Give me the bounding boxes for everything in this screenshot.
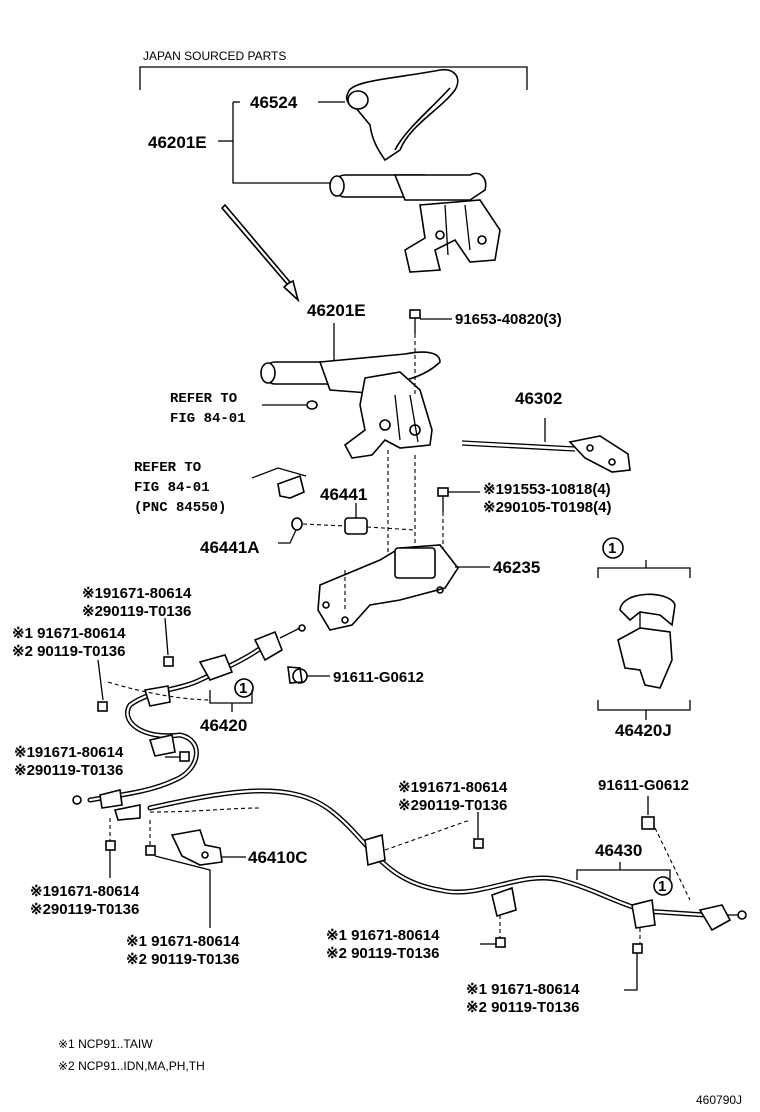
cable-46420-drawing — [72, 624, 306, 821]
part-91611-G0612-mid: 91611-G0612 — [333, 669, 424, 686]
cable-46430-drawing — [147, 788, 747, 944]
spacer-46441-drawing — [291, 517, 416, 535]
part-46420J: 46420J — [615, 721, 672, 740]
lever-assembly-top-drawing — [329, 172, 501, 273]
cable-46302-drawing — [461, 435, 631, 473]
legend-note-1: ※1 NCP91..TAIW — [58, 1037, 153, 1051]
c-line1: ※191671-80614 — [14, 744, 124, 761]
bolt-g — [495, 937, 506, 948]
screw-ref-a — [262, 400, 318, 410]
part-46430: 46430 — [595, 841, 642, 860]
part-46524: 46524 — [250, 93, 298, 112]
part-46441: 46441 — [320, 485, 367, 504]
part-46420: 46420 — [200, 716, 247, 735]
clip-46410C-drawing — [170, 829, 223, 866]
direction-arrow — [220, 203, 300, 303]
h-line2: ※2 90119-T0136 — [466, 999, 580, 1016]
bolt-f — [145, 845, 156, 856]
bolt-h — [624, 943, 643, 991]
refer-to-b-line1: REFER TO — [134, 460, 201, 476]
part-46201E-top: 46201E — [148, 133, 207, 152]
bolt-e — [105, 840, 116, 851]
kit-circle-1: 1 — [608, 540, 616, 557]
g-line2: ※2 90119-T0136 — [326, 945, 440, 962]
circle-1-mid: 1 — [234, 678, 254, 698]
d-line1: ※191671-80614 — [398, 779, 508, 796]
e-line2: ※290119-T0136 — [30, 901, 139, 918]
bolt-a — [163, 656, 174, 667]
part-46235: 46235 — [493, 558, 540, 577]
refer-to-b-line3: (PNC 84550) — [134, 500, 226, 516]
part-46410C: 46410C — [248, 848, 308, 867]
bolt-d — [473, 838, 484, 849]
a-line2: ※290119-T0136 — [82, 603, 191, 620]
part-191553-10818: ※191553-10818(4) — [483, 481, 611, 498]
a-line1: ※191671-80614 — [82, 585, 192, 602]
lever-cover-46524-drawing — [345, 68, 459, 162]
kit-46420J-box: 1 — [597, 537, 691, 720]
bolt-91653-drawing — [409, 309, 421, 395]
bolt-191553-drawing — [437, 487, 480, 560]
part-91653-40820: 91653-40820(3) — [455, 311, 562, 328]
e-line1: ※191671-80614 — [30, 883, 140, 900]
circle-1-right-text: 1 — [658, 878, 666, 895]
circle-1-mid-text: 1 — [239, 680, 247, 697]
bolt-91611-right-drawing — [641, 816, 655, 830]
refer-to-a-line1: REFER TO — [170, 391, 237, 407]
d-line2: ※290119-T0136 — [398, 797, 507, 814]
refer-to-a-line2: FIG 84-01 — [170, 411, 246, 427]
legend-note-2: ※2 NCP91..IDN,MA,PH,TH — [58, 1059, 205, 1073]
part-46201E-main: 46201E — [307, 301, 366, 320]
b-line1: ※1 91671-80614 — [12, 625, 126, 642]
clip-ref-b — [251, 467, 307, 499]
g-line1: ※1 91671-80614 — [326, 927, 440, 944]
lever-assembly-main-drawing — [260, 351, 441, 459]
bolt-b — [97, 701, 108, 712]
f-line2: ※2 90119-T0136 — [126, 951, 240, 968]
h-line1: ※1 91671-80614 — [466, 981, 580, 998]
part-91611-G0612-right: 91611-G0612 — [598, 777, 689, 794]
part-46441A: 46441A — [200, 538, 260, 557]
refer-to-b-line2: FIG 84-01 — [134, 480, 210, 496]
f-line1: ※1 91671-80614 — [126, 933, 240, 950]
part-46302: 46302 — [515, 389, 562, 408]
bracket-46235-drawing — [317, 450, 459, 631]
bolt-c — [179, 751, 190, 762]
part-290105-T0198: ※290105-T0198(4) — [483, 499, 611, 516]
japan-sourced-bracket — [139, 66, 528, 90]
c-line2: ※290119-T0136 — [14, 762, 123, 779]
circle-1-right: 1 — [653, 876, 673, 896]
figure-id: 460790J — [696, 1093, 742, 1107]
japan-sourced-label: JAPAN SOURCED PARTS — [143, 49, 286, 63]
b-line2: ※2 90119-T0136 — [12, 643, 126, 660]
bolt-91611-mid-drawing — [287, 666, 308, 684]
